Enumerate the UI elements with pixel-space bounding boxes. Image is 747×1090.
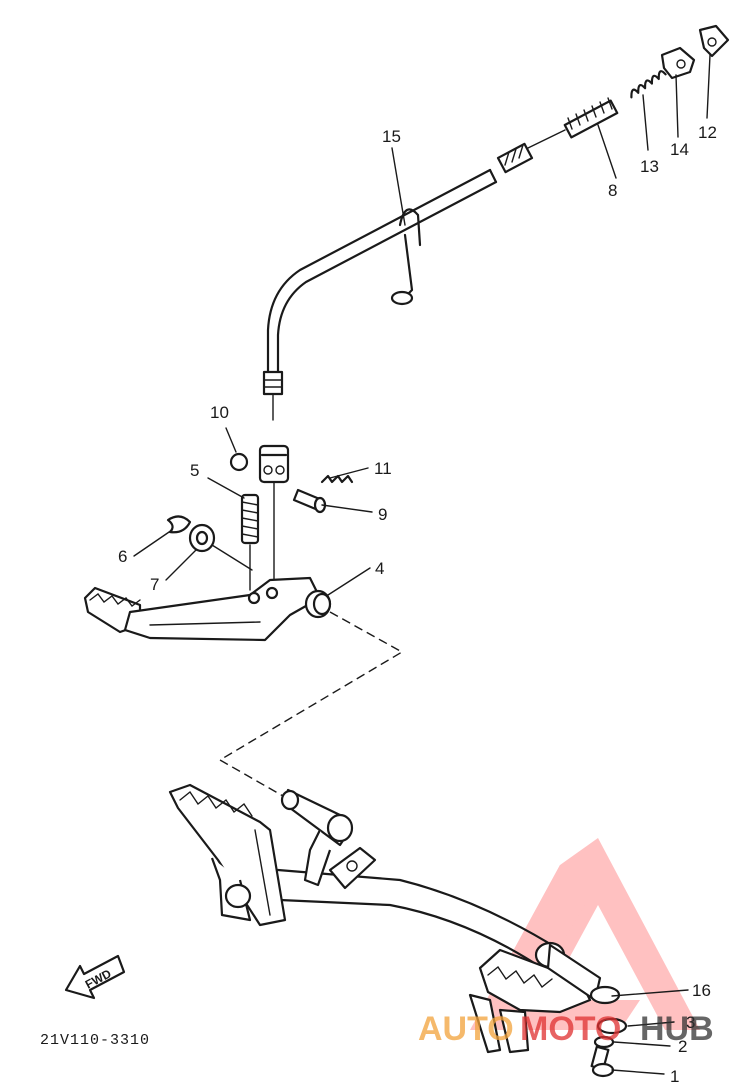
callout-7: 7: [150, 575, 159, 594]
watermark-auto: AUTO: [418, 1010, 514, 1048]
callout-13: 13: [640, 157, 659, 176]
callout-3: 3: [686, 1013, 695, 1032]
spring-11: [320, 474, 354, 484]
assembly-guide-3: [211, 544, 253, 571]
callout-12: 12: [698, 123, 717, 142]
watermark-text: AUTO MOTO HUB: [418, 1010, 714, 1048]
wing-nut-12: [698, 24, 730, 58]
location-dashed-line: [218, 611, 404, 801]
adjuster-14: [660, 46, 696, 80]
pin-9: [292, 488, 327, 514]
washer-7: [188, 523, 216, 553]
washer-3: [596, 1017, 628, 1035]
brake-cable: [262, 97, 619, 421]
callout-10: 10: [210, 403, 229, 422]
spring-13: [630, 70, 667, 99]
brake-pedal: [83, 576, 332, 642]
callout-11: 11: [374, 459, 392, 478]
washer-2: [593, 1035, 615, 1049]
footrest-frame: [168, 783, 621, 1054]
callout-9: 9: [378, 505, 387, 524]
cable-clevis: [258, 444, 290, 484]
clip-6: [166, 515, 192, 534]
callout-1: 1: [670, 1067, 679, 1086]
callout-numbers: 15 8 13 14 12 10 5 11 9 6 7 4 16 3 2 1: [118, 123, 717, 1086]
callout-leaders: [133, 54, 711, 1075]
callout-6: 6: [118, 547, 127, 566]
watermark-moto: MOTO: [520, 1010, 621, 1048]
cable-guide: [390, 208, 422, 306]
washer-10: [229, 452, 249, 472]
fwd-arrow: FWD: [64, 954, 126, 1000]
callout-2: 2: [678, 1037, 687, 1056]
callout-14: 14: [670, 140, 689, 159]
callout-15: 15: [382, 127, 401, 146]
watermark-hub: HUB: [640, 1010, 714, 1048]
bolt-1: [590, 1045, 615, 1078]
callout-5: 5: [190, 461, 199, 480]
callout-16: 16: [692, 981, 711, 1000]
callout-8: 8: [608, 181, 617, 200]
part-code: 21V110-3310: [40, 1032, 150, 1049]
callout-4: 4: [375, 559, 384, 578]
spring-5: [240, 493, 260, 545]
